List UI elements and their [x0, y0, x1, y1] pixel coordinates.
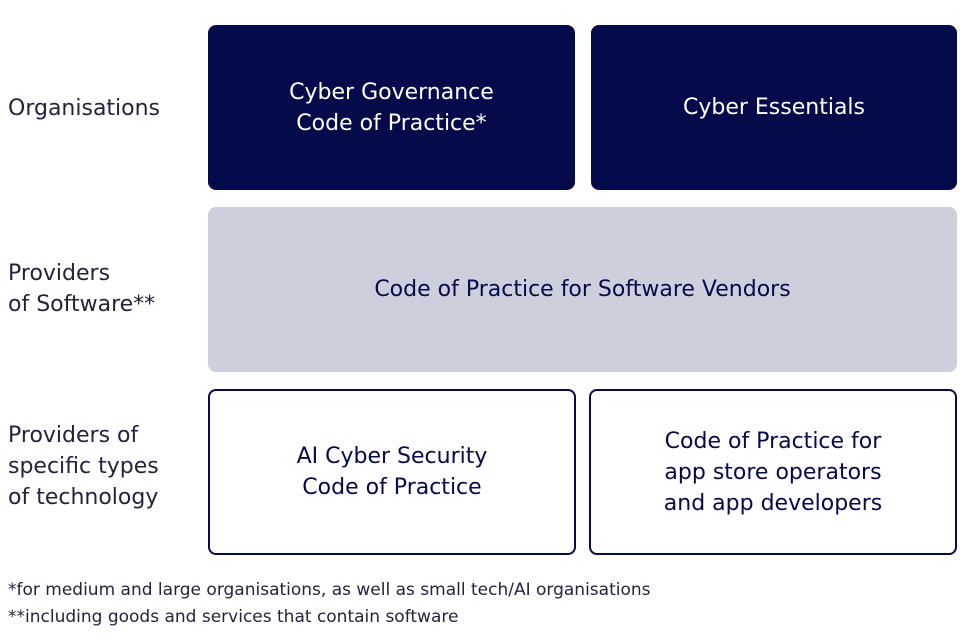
cyber-essentials-box: Cyber Essentials	[591, 25, 957, 190]
row-label-software-providers: Providers of Software**	[8, 261, 156, 317]
ai-security-box: AI Cyber Security Code of Practice	[208, 389, 576, 555]
footnote-2: **including goods and services that cont…	[8, 607, 459, 627]
software-vendors-box: Code of Practice for Software Vendors	[208, 207, 957, 372]
row-label-organisations: Organisations	[8, 96, 161, 121]
row-label-technology-providers: Providers of specific types of technolog…	[8, 423, 159, 510]
cyber-governance-box: Cyber Governance Code of Practice*	[208, 25, 575, 190]
app-store-box: Code of Practice for app store operators…	[589, 389, 957, 555]
footnote-1: *for medium and large organisations, as …	[8, 580, 651, 600]
